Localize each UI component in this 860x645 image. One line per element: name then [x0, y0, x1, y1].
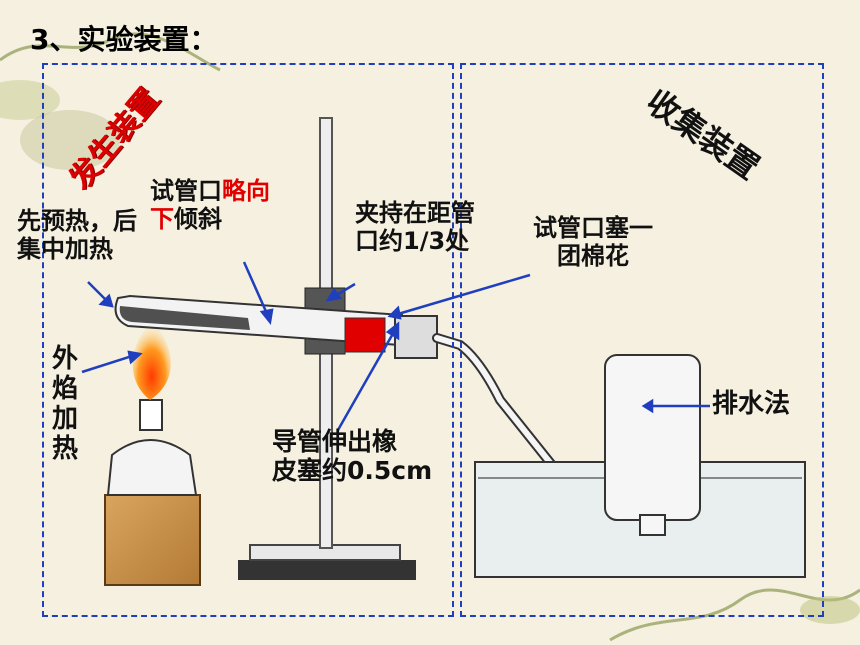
label-water-method: 排水法 — [712, 389, 791, 419]
page-title: 3、实验装置： — [30, 23, 218, 56]
test-tube — [114, 294, 438, 359]
generation-box — [42, 63, 454, 617]
label-outer-flame: 外焰加热 — [52, 344, 79, 464]
arrow-flame — [81, 354, 133, 374]
collection-box — [460, 63, 824, 617]
label-clamp: 夹持在距管 口约1/3处 — [355, 199, 475, 255]
label-tube-mouth: 试管口略向 下倾斜 — [150, 177, 270, 233]
collection-heading: 收集装置 — [639, 82, 767, 187]
flame — [132, 322, 171, 400]
generation-heading: 发生装置 — [62, 82, 167, 197]
label-delivery-tube: 导管伸出橡 皮塞约0.5cm — [272, 427, 433, 485]
label-preheat: 先预热，后集中加热 — [17, 207, 137, 263]
label-cotton: 试管口塞一 团棉花 — [533, 214, 653, 270]
arrow-cotton — [397, 273, 531, 316]
arrow-tube-mouth — [242, 261, 270, 317]
stand-base — [238, 560, 416, 580]
arrow-tube — [336, 329, 397, 431]
wood-block — [104, 494, 201, 586]
alcohol-lamp — [106, 439, 198, 496]
